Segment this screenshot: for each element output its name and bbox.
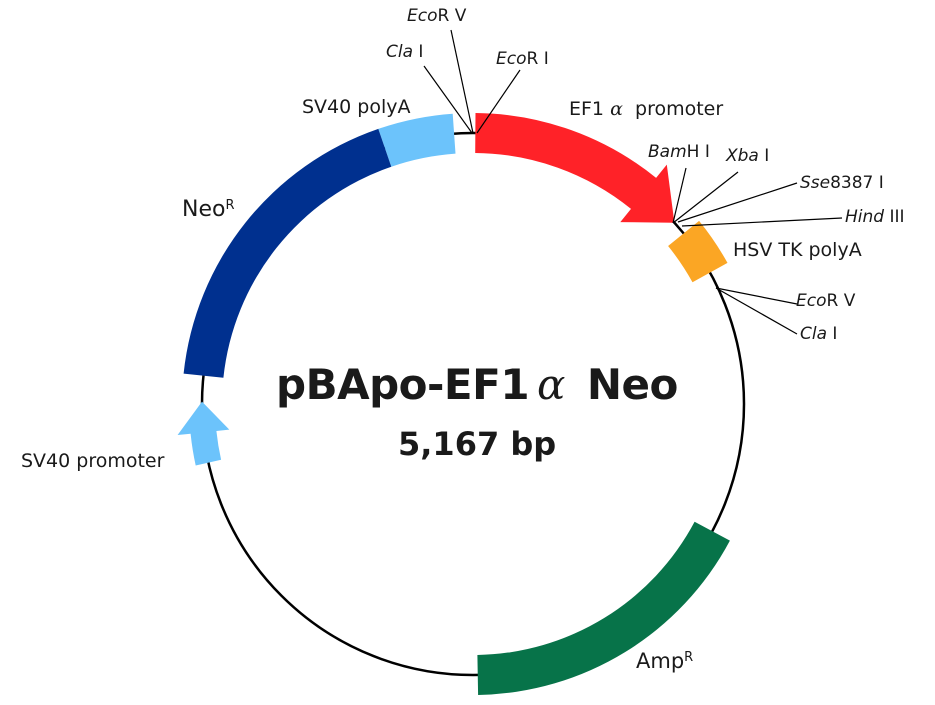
sv40-promoter-label: SV40 promoter	[21, 450, 165, 472]
site-xbai: Xba I	[726, 146, 770, 166]
site-clai-top: Cla I	[386, 42, 424, 62]
site-sse8387i: Sse8387 I	[800, 173, 884, 193]
site-ecorv-2: EcoR V	[796, 291, 856, 311]
site-clai-2: Cla I	[800, 324, 838, 344]
hsv-tk-polya-segment	[668, 220, 728, 283]
sv40-polya-label: SV40 polyA	[302, 96, 411, 118]
neor-label: NeoR	[182, 197, 235, 222]
site-ecorv-top: EcoR V	[407, 6, 467, 26]
plasmid-name: pBApo-EF1 α Neo	[276, 360, 678, 409]
ampr-label: AmpR	[636, 649, 694, 673]
sv40-promoter-arrow	[177, 401, 230, 466]
site-hindiii: Hind III	[845, 207, 905, 227]
sv40-polya-segment	[378, 113, 456, 167]
site-ecori: EcoR I	[496, 49, 549, 69]
hsv-tk-polya-label: HSV TK polyA	[733, 239, 862, 261]
plasmid-size: 5,167 bp	[398, 425, 557, 463]
site-lines-mcs	[672, 167, 843, 227]
site-bamhi: BamH I	[648, 142, 710, 162]
ef1a-promoter-arrow	[475, 113, 675, 223]
ampr-segment	[477, 521, 730, 695]
ef1a-promoter-label: EF1 α promoter	[569, 98, 724, 120]
site-lines-after-tk	[715, 287, 798, 335]
neor-segment	[183, 128, 392, 378]
site-lines-top	[423, 29, 521, 134]
